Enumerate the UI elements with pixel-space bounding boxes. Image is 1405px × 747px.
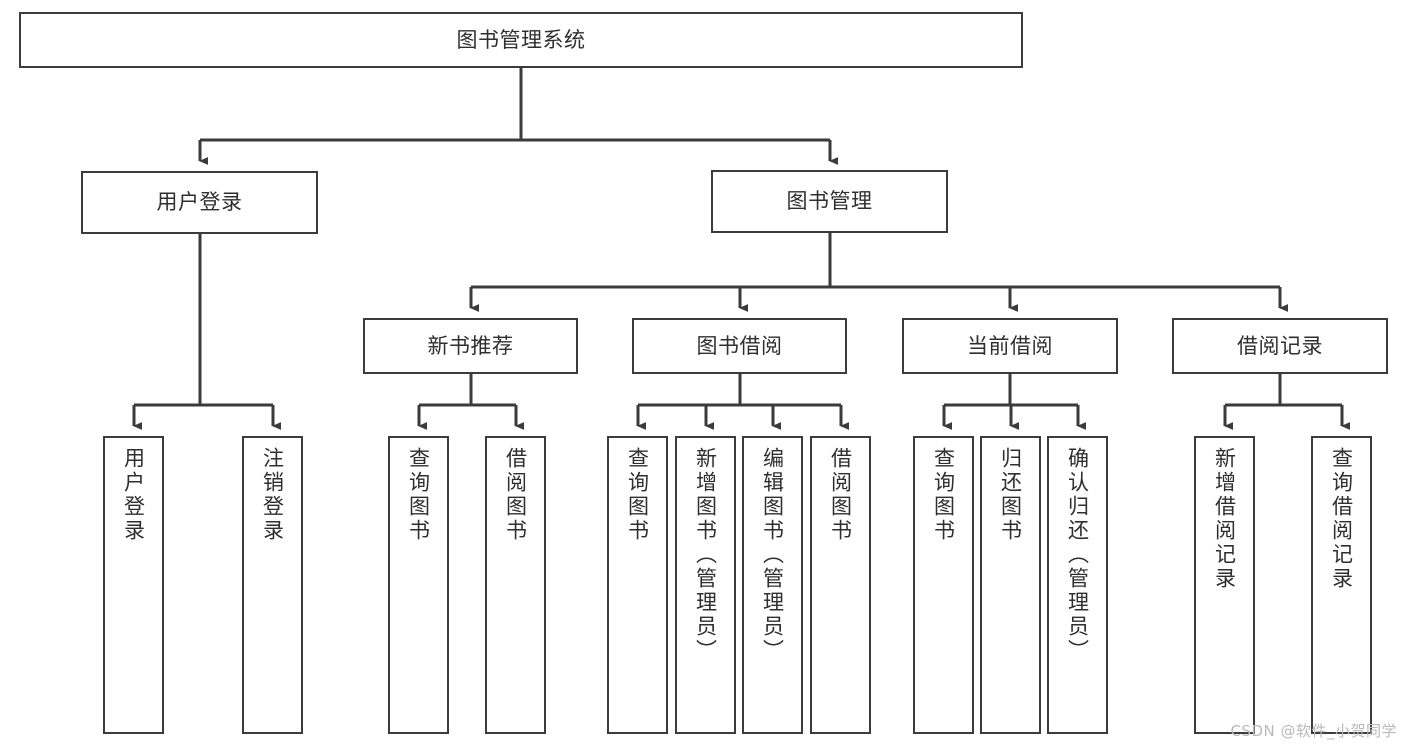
leaf-borrow-book[interactable]: 借阅图书 — [810, 436, 871, 734]
node-user-login[interactable]: 用户登录 — [81, 171, 318, 234]
node-root-label: 图书管理系统 — [456, 27, 586, 52]
node-user-login-label: 用户登录 — [156, 190, 243, 215]
leaf-edit-book[interactable]: 编辑图书（管理员） — [742, 436, 803, 734]
leaf-query-borrow-record-label: 查询借阅记录 — [1329, 447, 1354, 591]
leaf-add-book-label: 新增图书（管理员） — [693, 447, 718, 663]
leaf-confirm-return-label: 确认归还（管理员） — [1065, 447, 1090, 663]
node-book-borrow[interactable]: 图书借阅 — [632, 318, 847, 374]
leaf-query-borrow-record[interactable]: 查询借阅记录 — [1311, 436, 1372, 734]
leaf-edit-book-label: 编辑图书（管理员） — [760, 447, 785, 663]
leaf-query-book-recommend-label: 查询图书 — [406, 447, 431, 543]
leaf-borrow-book-label: 借阅图书 — [828, 447, 853, 543]
leaf-add-book[interactable]: 新增图书（管理员） — [675, 436, 736, 734]
leaf-query-book-borrow[interactable]: 查询图书 — [607, 436, 668, 734]
node-book-manage-label: 图书管理 — [786, 189, 873, 214]
node-new-book-recommend-label: 新书推荐 — [427, 333, 514, 358]
leaf-user-login[interactable]: 用户登录 — [103, 436, 164, 734]
leaf-user-login-label: 用户登录 — [121, 447, 146, 543]
leaf-return-book[interactable]: 归还图书 — [980, 436, 1041, 734]
leaf-borrow-book-recommend-label: 借阅图书 — [503, 447, 528, 543]
node-book-manage[interactable]: 图书管理 — [711, 170, 948, 233]
leaf-logout[interactable]: 注销登录 — [242, 436, 303, 734]
csdn-watermark: CSDN @软件_小贺同学 — [1230, 722, 1397, 740]
leaf-query-book-current[interactable]: 查询图书 — [913, 436, 974, 734]
leaf-add-borrow-record[interactable]: 新增借阅记录 — [1194, 436, 1255, 734]
node-book-borrow-label: 图书借阅 — [696, 333, 783, 358]
node-borrow-record-label: 借阅记录 — [1237, 333, 1323, 358]
node-borrow-record[interactable]: 借阅记录 — [1172, 318, 1388, 374]
leaf-borrow-book-recommend[interactable]: 借阅图书 — [485, 436, 546, 734]
node-new-book-recommend[interactable]: 新书推荐 — [363, 318, 578, 374]
leaf-query-book-borrow-label: 查询图书 — [625, 447, 650, 543]
leaf-confirm-return[interactable]: 确认归还（管理员） — [1047, 436, 1108, 734]
node-root[interactable]: 图书管理系统 — [19, 12, 1023, 68]
node-current-borrow-label: 当前借阅 — [967, 333, 1053, 358]
leaf-return-book-label: 归还图书 — [998, 447, 1023, 543]
node-current-borrow[interactable]: 当前借阅 — [902, 318, 1118, 374]
leaf-query-book-current-label: 查询图书 — [931, 447, 956, 543]
leaf-add-borrow-record-label: 新增借阅记录 — [1212, 447, 1237, 591]
leaf-query-book-recommend[interactable]: 查询图书 — [388, 436, 449, 734]
leaf-logout-label: 注销登录 — [260, 447, 285, 543]
